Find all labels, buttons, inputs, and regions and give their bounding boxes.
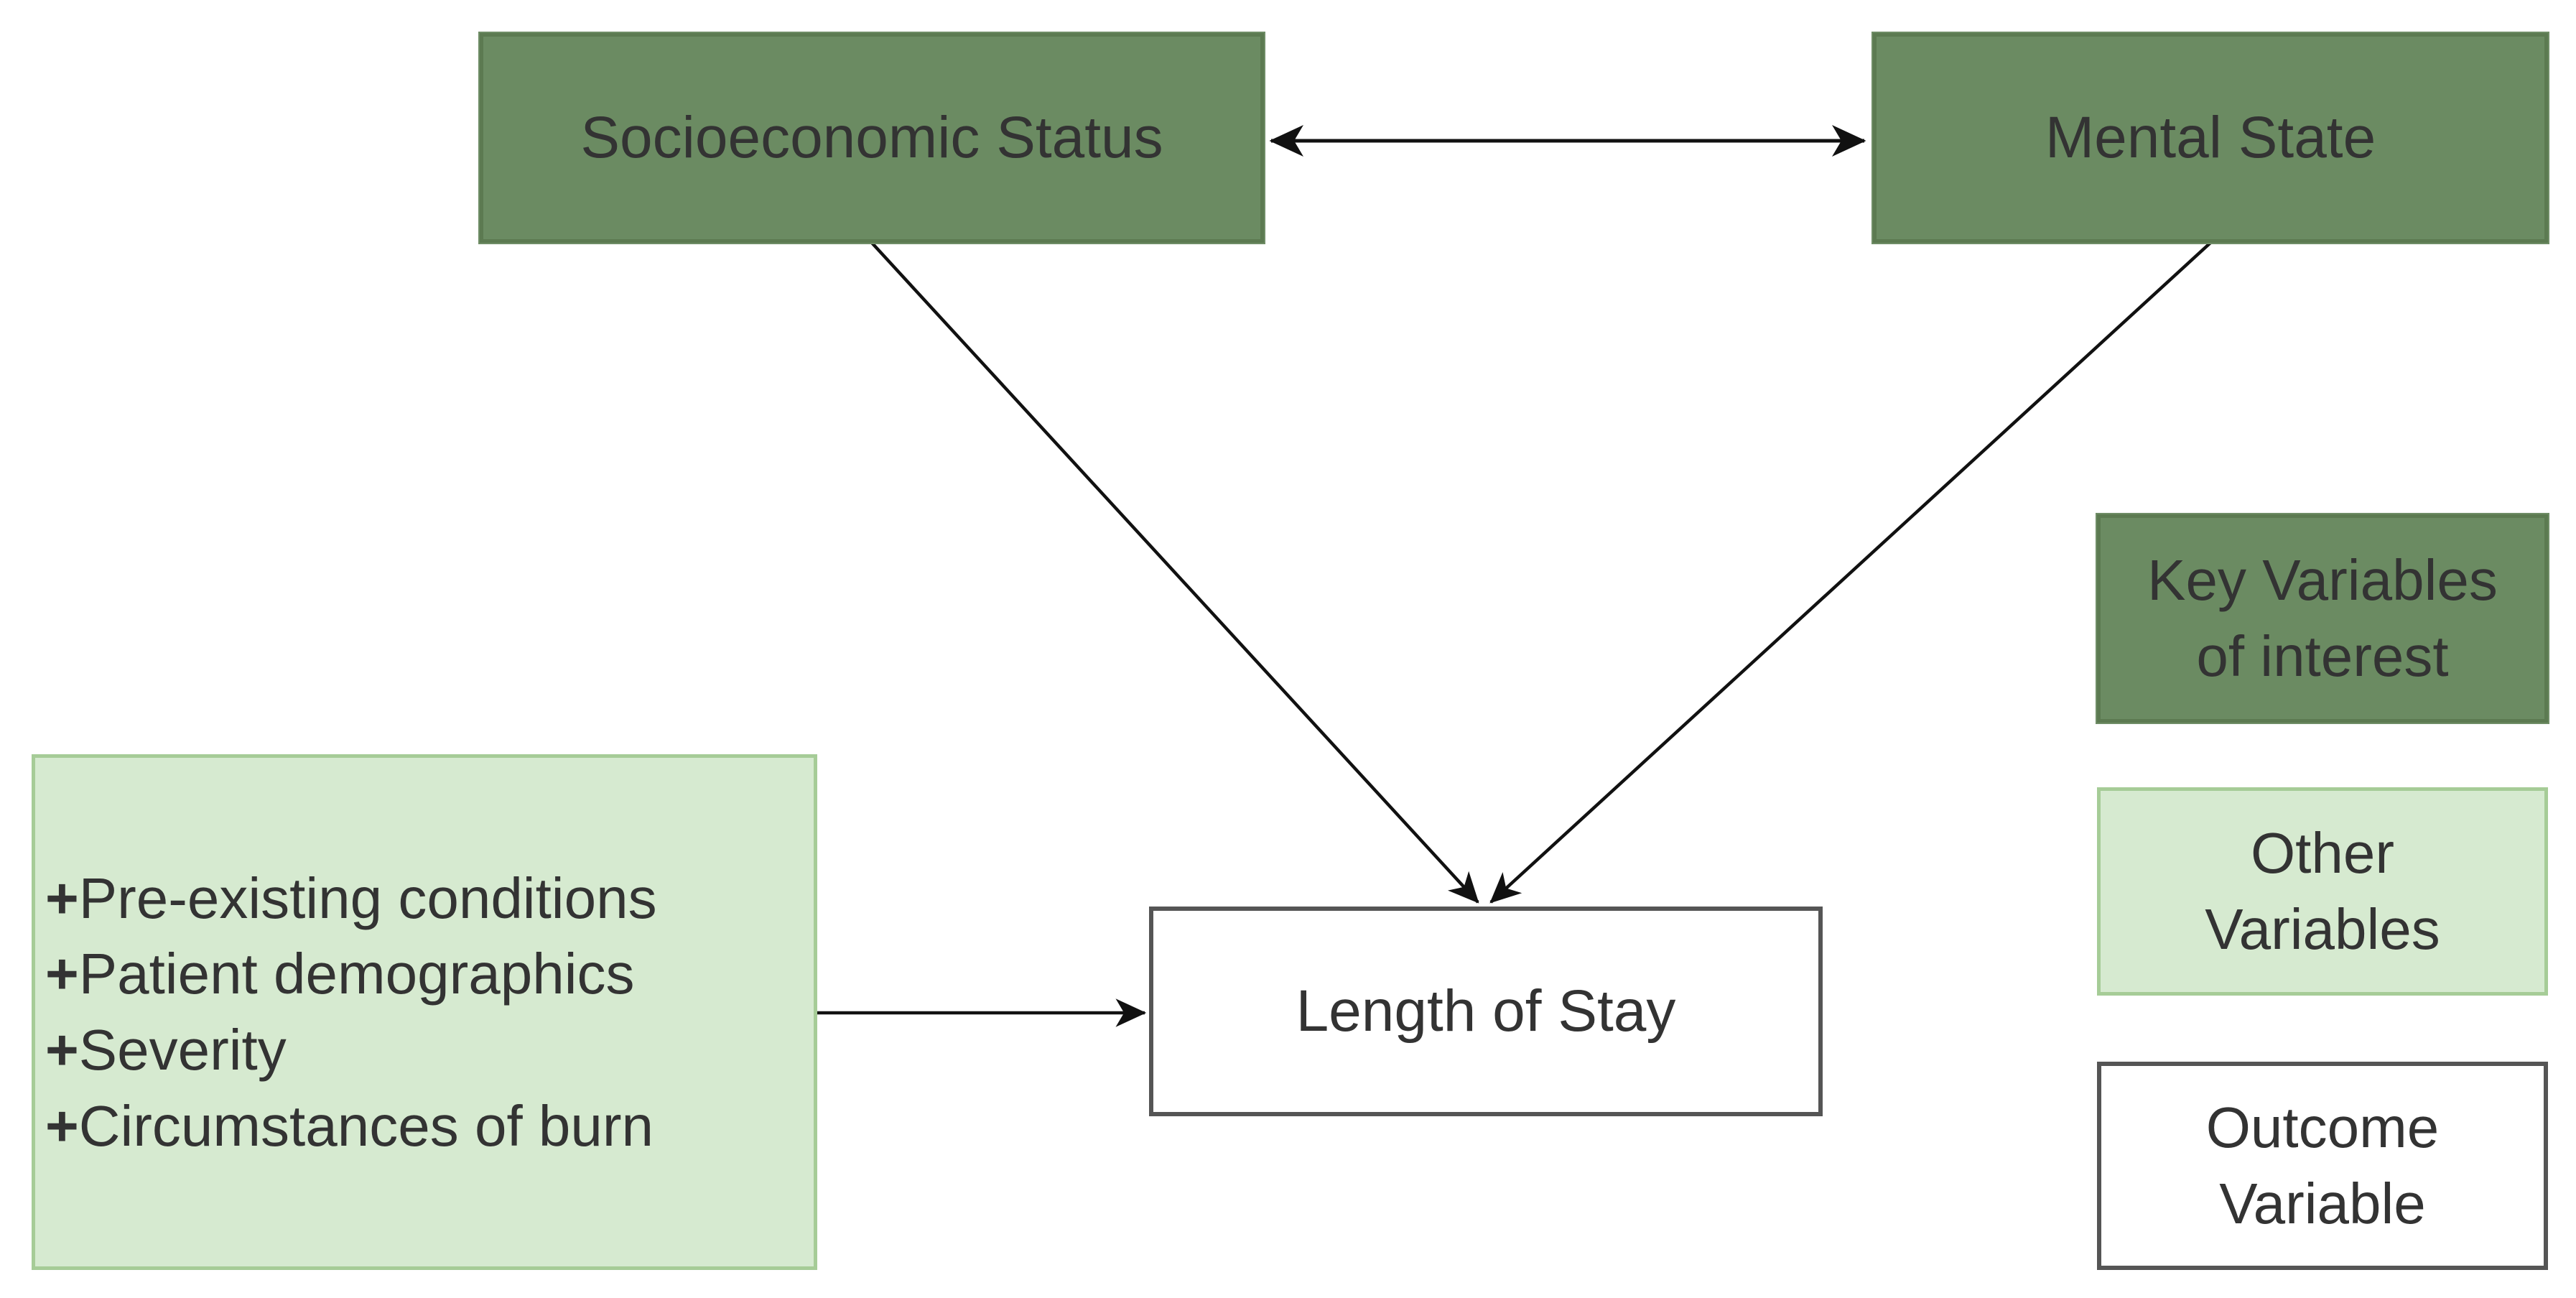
other-factor-item: +Severity: [45, 1012, 657, 1088]
legend-outcome-variable-line1: Outcome: [2205, 1095, 2440, 1159]
legend-other-variables: Other Variables: [2097, 787, 2548, 996]
other-factor-item: +Pre-existing conditions: [45, 861, 657, 937]
legend-other-variables-line1: Other: [2250, 820, 2395, 885]
edge-mental-to-los-arrow: [1489, 241, 2212, 904]
node-socioeconomic-status: Socioeconomic Status: [480, 33, 1264, 243]
node-mental-state-label: Mental State: [2045, 104, 2376, 170]
legend-other-variables-line2: Variables: [2205, 897, 2440, 961]
legend-key-variables-text: Key Variables of interest: [2147, 542, 2498, 695]
node-length-of-stay-label: Length of Stay: [1296, 978, 1676, 1044]
other-factor-text: Circumstances of burn: [78, 1093, 654, 1158]
other-factor-text: Pre-existing conditions: [78, 866, 657, 930]
legend-key-variables-line2: of interest: [2196, 624, 2449, 688]
other-factor-text: Patient demographics: [78, 942, 635, 1006]
legend-key-variables: Key Variables of interest: [2097, 514, 2548, 723]
legend-outcome-variable-line2: Variable: [2219, 1172, 2426, 1236]
node-other-factors: +Pre-existing conditions +Patient demogr…: [32, 754, 817, 1270]
node-mental-state: Mental State: [1873, 33, 2548, 243]
plus-icon: +: [45, 942, 79, 1006]
plus-icon: +: [45, 1093, 79, 1158]
plus-icon: +: [45, 1018, 79, 1082]
legend-outcome-variable: Outcome Variable: [2097, 1062, 2548, 1270]
legend-outcome-variable-text: Outcome Variable: [2206, 1090, 2440, 1243]
legend-key-variables-line1: Key Variables: [2147, 547, 2498, 612]
node-length-of-stay: Length of Stay: [1149, 907, 1823, 1116]
other-factors-list: +Pre-existing conditions +Patient demogr…: [45, 861, 657, 1164]
node-socioeconomic-status-label: Socioeconomic Status: [580, 104, 1163, 170]
other-factor-text: Severity: [78, 1018, 287, 1082]
legend-other-variables-text: Other Variables: [2205, 815, 2440, 968]
plus-icon: +: [45, 866, 79, 930]
other-factor-item: +Patient demographics: [45, 936, 657, 1012]
edge-ses-to-los-arrow: [870, 241, 1479, 904]
other-factor-item: +Circumstances of burn: [45, 1088, 657, 1164]
